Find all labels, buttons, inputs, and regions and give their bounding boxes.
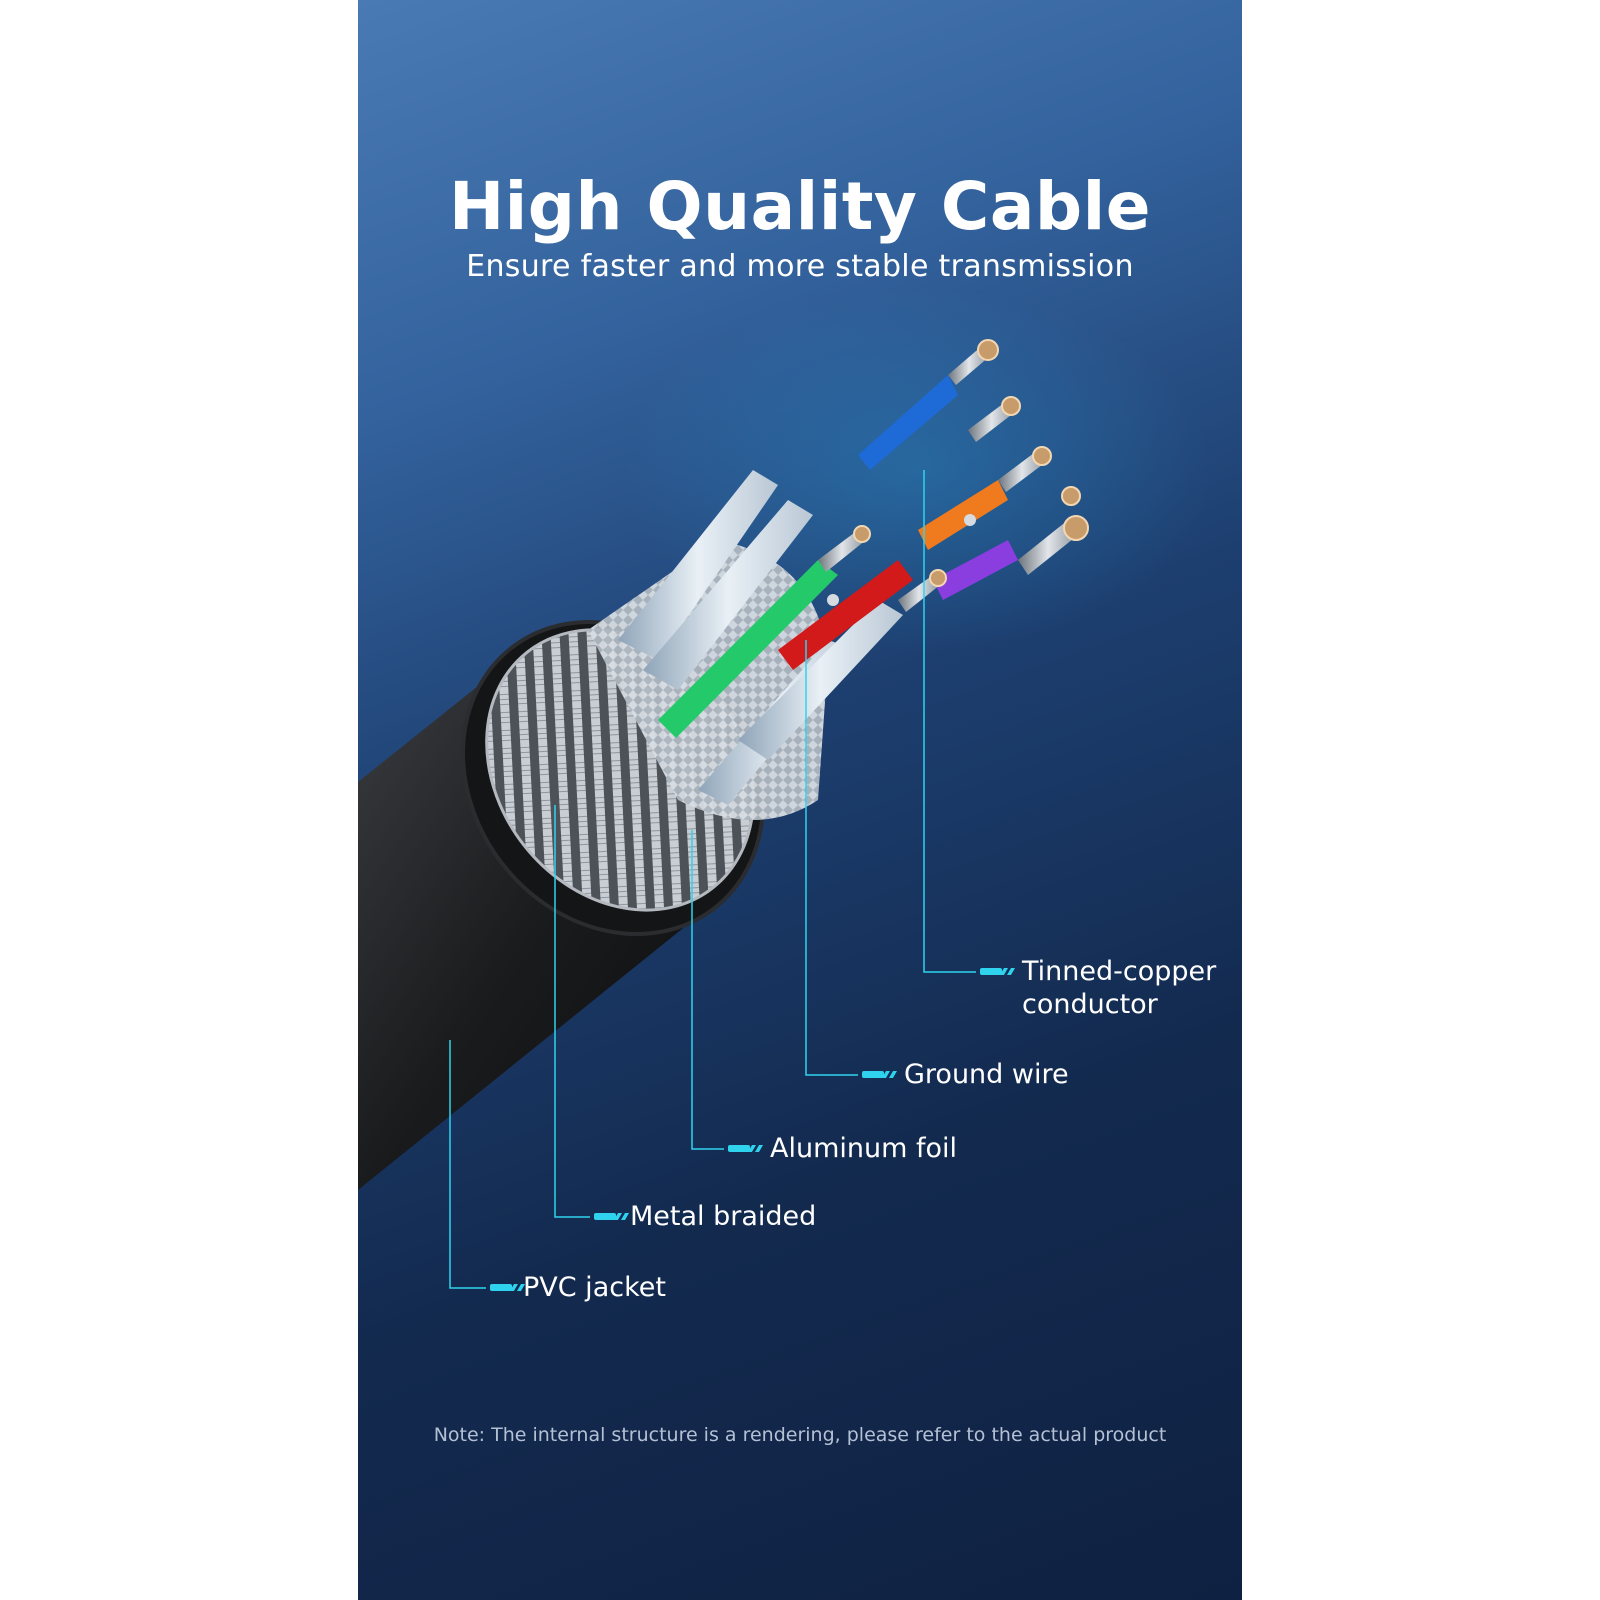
label-pvc-jacket: PVC jacket: [523, 1272, 666, 1303]
page-title: High Quality Cable: [448, 168, 1152, 245]
label-metal-braided: Metal braided: [630, 1201, 817, 1232]
page-subtitle: Ensure faster and more stable transmissi…: [466, 249, 1134, 284]
marker-aluminum-foil: [728, 1145, 763, 1152]
inner-conductors: [618, 339, 1089, 805]
marker-pvc-jacket: [490, 1284, 525, 1291]
label-ground-wire: Ground wire: [904, 1059, 1069, 1090]
leader-pvc-jacket: [449, 1040, 486, 1289]
leader-tinned-copper: [923, 470, 976, 973]
cable-cross-section-illustration: [358, 339, 1089, 1291]
leader-metal-braided: [554, 805, 590, 1218]
leader-aluminum-foil: [691, 830, 724, 1150]
leader-ground-wire: [805, 640, 858, 1076]
label-aluminum-foil: Aluminum foil: [770, 1133, 958, 1164]
marker-metal-braided: [594, 1213, 629, 1220]
product-panel: High Quality Cable Ensure faster and mor…: [358, 0, 1242, 1600]
marker-ground-wire: [862, 1071, 897, 1078]
label-tinned-copper-conductor: Tinned-copper conductor: [1022, 956, 1217, 1020]
disclaimer-note: Note: The internal structure is a render…: [433, 1424, 1167, 1446]
callout-leaders: [449, 470, 976, 1289]
callout-markers: [490, 968, 1015, 1291]
marker-tinned-copper: [980, 968, 1015, 975]
